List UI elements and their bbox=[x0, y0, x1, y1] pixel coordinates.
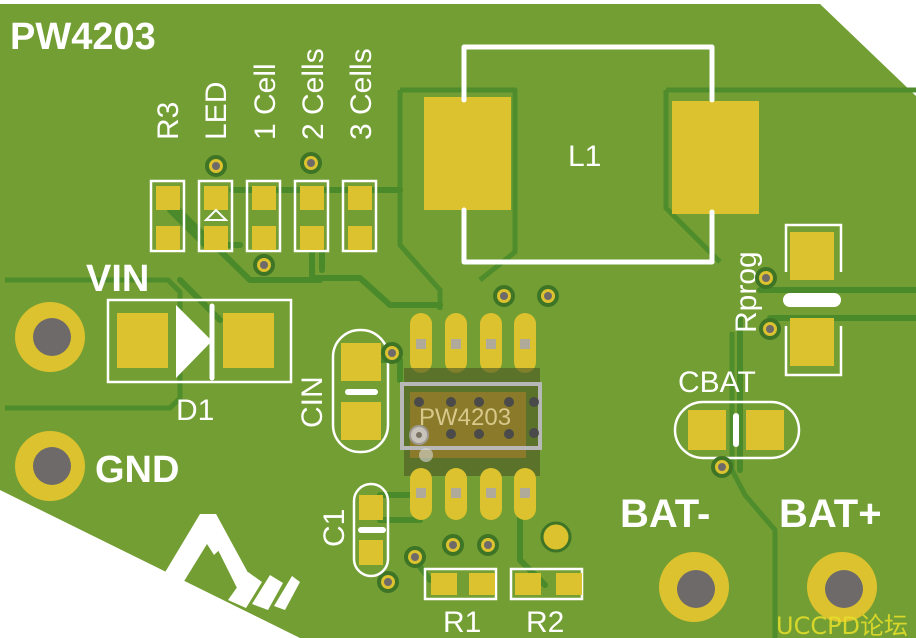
via bbox=[711, 456, 733, 478]
via bbox=[300, 152, 322, 174]
through-hole-gnd[interactable] bbox=[15, 431, 85, 501]
ic-pw4203[interactable] bbox=[400, 313, 542, 520]
label-bat-plus: BAT+ bbox=[779, 492, 882, 536]
label-rprog: Rprog bbox=[730, 251, 763, 333]
label-c1: C1 bbox=[318, 509, 351, 547]
through-hole-vin[interactable] bbox=[15, 302, 85, 372]
footprint-d1[interactable] bbox=[106, 298, 293, 384]
via bbox=[381, 342, 403, 364]
board-title: PW4203 bbox=[10, 16, 156, 58]
label-bat-minus: BAT- bbox=[620, 492, 710, 536]
label-vin: VIN bbox=[86, 258, 149, 300]
label-cin: CIN bbox=[296, 376, 329, 428]
label-l1: L1 bbox=[568, 140, 601, 173]
footprint-1-cell[interactable] bbox=[245, 179, 282, 253]
company-logo bbox=[140, 514, 300, 614]
label-gnd: GND bbox=[95, 449, 179, 491]
via bbox=[377, 571, 399, 593]
via bbox=[205, 155, 227, 177]
footprint-r1[interactable] bbox=[423, 567, 498, 601]
via bbox=[755, 267, 777, 289]
via bbox=[253, 254, 275, 276]
via bbox=[442, 534, 464, 556]
diode-symbol-icon bbox=[176, 305, 212, 378]
label-r3: R3 bbox=[152, 102, 185, 140]
footprint-r2[interactable] bbox=[509, 567, 584, 601]
footprint-r3[interactable] bbox=[149, 179, 186, 253]
footprint-2-cells[interactable] bbox=[293, 179, 330, 253]
label-1-cell: 1 Cell bbox=[249, 63, 282, 140]
via bbox=[477, 534, 499, 556]
footprint-c1[interactable] bbox=[352, 482, 390, 578]
footprint-3-cells[interactable] bbox=[341, 179, 378, 253]
ic-label: PW4203 bbox=[419, 404, 511, 431]
label-r1: R1 bbox=[443, 606, 481, 638]
via bbox=[537, 285, 559, 307]
label-r2: R2 bbox=[526, 606, 564, 638]
footprint-led[interactable] bbox=[197, 179, 234, 253]
footprint-l1[interactable] bbox=[424, 44, 759, 265]
label-3-cells: 3 Cells bbox=[345, 48, 378, 140]
footprint-cbat[interactable] bbox=[673, 400, 801, 460]
label-d1: D1 bbox=[176, 394, 214, 427]
footprint-cin[interactable] bbox=[331, 328, 390, 454]
via bbox=[404, 546, 426, 568]
led-polarity-icon bbox=[203, 208, 229, 221]
footprint-rprog[interactable] bbox=[783, 223, 843, 377]
watermark: UCCPD论坛 bbox=[776, 612, 908, 638]
label-cbat: CBAT bbox=[678, 366, 756, 399]
label-led: LED bbox=[200, 82, 233, 140]
through-hole-bat-plus[interactable] bbox=[807, 552, 877, 622]
test-point[interactable] bbox=[540, 521, 572, 553]
label-2-cells: 2 Cells bbox=[297, 48, 330, 140]
through-hole-bat-minus[interactable] bbox=[659, 552, 729, 622]
via bbox=[493, 285, 515, 307]
via bbox=[759, 318, 781, 340]
